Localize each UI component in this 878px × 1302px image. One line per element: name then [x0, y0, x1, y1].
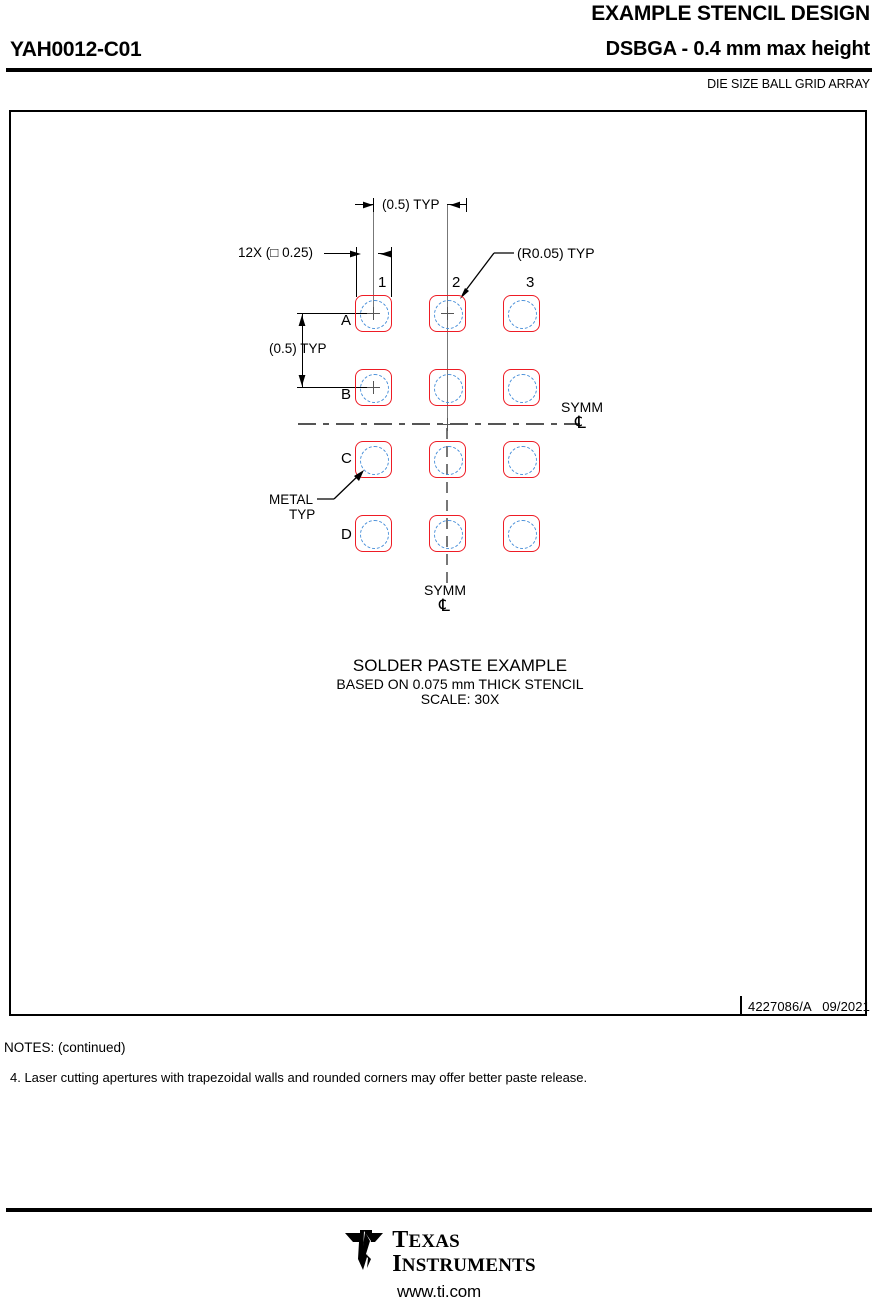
solder-ball-outline-D3 [508, 520, 537, 549]
solder-ball-outline-C2 [434, 446, 463, 475]
column-2-symm-centerline [446, 428, 448, 588]
pitch-vertical-arrow-bottom [298, 375, 306, 386]
pitch-horizontal-label: (0.5) TYP [382, 197, 440, 212]
aperture-count-label: 12X (□ 0.25) [238, 245, 313, 260]
header-divider [6, 68, 872, 72]
pitch-horizontal-arrow-left [363, 201, 373, 209]
stencil-aperture-B1[interactable] [355, 369, 392, 406]
doc-number: 4227086/A 09/2021 [748, 999, 870, 1014]
aperture-count-arrow [350, 250, 361, 258]
ti-url: www.ti.com [397, 1282, 481, 1301]
column-label-3: 3 [526, 274, 535, 291]
solder-ball-outline-B3 [508, 374, 537, 403]
note-item: 4. Laser cutting apertures with trapezoi… [10, 1070, 588, 1085]
part-number: YAH0012-C01 [10, 38, 142, 61]
pad-center-mark-A2 [441, 307, 454, 320]
row-label-A: A [341, 312, 352, 329]
symm-bottom-label: SYMM [424, 582, 466, 598]
notes-heading: NOTES: (continued) [4, 1040, 126, 1055]
pitch-vertical-label: (0.5) TYP [269, 341, 327, 356]
symm-right-centerline-symbol: ℄ [575, 413, 586, 433]
ti-wordmark-line1: TEXAS [392, 1227, 460, 1253]
solder-ball-outline-D1 [360, 520, 389, 549]
corner-radius-label: (R0.05) TYP [517, 245, 595, 261]
aperture-width-ext-left [356, 247, 357, 297]
pad-center-mark-A1 [367, 307, 380, 320]
solder-ball-outline-C1 [360, 446, 389, 475]
stencil-aperture-C2[interactable] [429, 441, 466, 478]
row-label-B: B [341, 386, 352, 403]
caption-subtitle: BASED ON 0.075 mm THICK STENCIL [336, 676, 584, 692]
aperture-width-arrow-right [380, 250, 391, 258]
aperture-count-leader [324, 253, 357, 254]
column-label-1: 1 [378, 274, 387, 291]
stencil-aperture-D1[interactable] [355, 515, 392, 552]
stencil-aperture-D3[interactable] [503, 515, 540, 552]
stencil-aperture-A3[interactable] [503, 295, 540, 332]
pitch-horizontal-ext-left [373, 198, 374, 212]
solder-ball-outline-B2 [434, 374, 463, 403]
page-title: EXAMPLE STENCIL DESIGN [591, 2, 870, 25]
metal-leader-line [317, 470, 364, 500]
pitch-vertical-arrow-top [298, 315, 306, 326]
ti-logo-block: TEXAS INSTRUMENTS www.ti.com [0, 1228, 878, 1302]
solder-ball-outline-B1 [360, 374, 389, 403]
stencil-aperture-D2[interactable] [429, 515, 466, 552]
solder-ball-outline-A2 [434, 300, 463, 329]
metal-label: METAL [269, 492, 314, 507]
column-label-2: 2 [452, 274, 461, 291]
solder-ball-outline-D2 [434, 520, 463, 549]
ti-wordmark-line2: INSTRUMENTS [392, 1251, 536, 1277]
stencil-aperture-B3[interactable] [503, 369, 540, 406]
solder-ball-outline-A1 [360, 300, 389, 329]
texas-instruments-logo-icon [345, 1230, 384, 1271]
symm-intersection-mark [441, 418, 454, 431]
caption-scale: SCALE: 30X [420, 691, 500, 707]
pitch-horizontal-arrow-right [450, 201, 460, 209]
stencil-aperture-C3[interactable] [503, 441, 540, 478]
metal-typ-label: TYP [289, 507, 316, 522]
stencil-aperture-B2[interactable] [429, 369, 466, 406]
pitch-vertical-dim-line [302, 313, 303, 387]
package-spec: DSBGA - 0.4 mm max height [605, 38, 871, 60]
solder-ball-outline-A3 [508, 300, 537, 329]
ti-wordmark: TEXAS INSTRUMENTS [392, 1228, 536, 1276]
solder-ball-outline-C3 [508, 446, 537, 475]
stencil-aperture-A1[interactable] [355, 295, 392, 332]
doc-number-box [740, 996, 867, 1016]
footer-divider [6, 1208, 872, 1212]
symm-bottom-centerline-symbol: ℄ [439, 596, 450, 616]
stencil-aperture-C1[interactable] [355, 441, 392, 478]
aperture-width-ext-right [391, 247, 392, 297]
symm-right-label: SYMM [561, 399, 603, 415]
stencil-aperture-A2[interactable] [429, 295, 466, 332]
row-label-C: C [341, 450, 352, 467]
horizontal-symm-centerline [298, 423, 580, 425]
pitch-vertical-ext-row-b [297, 387, 375, 388]
pad-center-mark-B1 [367, 381, 380, 394]
package-family-label: DIE SIZE BALL GRID ARRAY [707, 77, 870, 91]
caption-title: SOLDER PASTE EXAMPLE [352, 656, 568, 675]
row-label-D: D [341, 526, 352, 543]
drawing-frame [9, 110, 867, 1016]
pitch-vertical-ext-row-a [297, 313, 375, 314]
column-1-centerline [373, 205, 374, 315]
pitch-horizontal-ext-right [466, 198, 467, 212]
